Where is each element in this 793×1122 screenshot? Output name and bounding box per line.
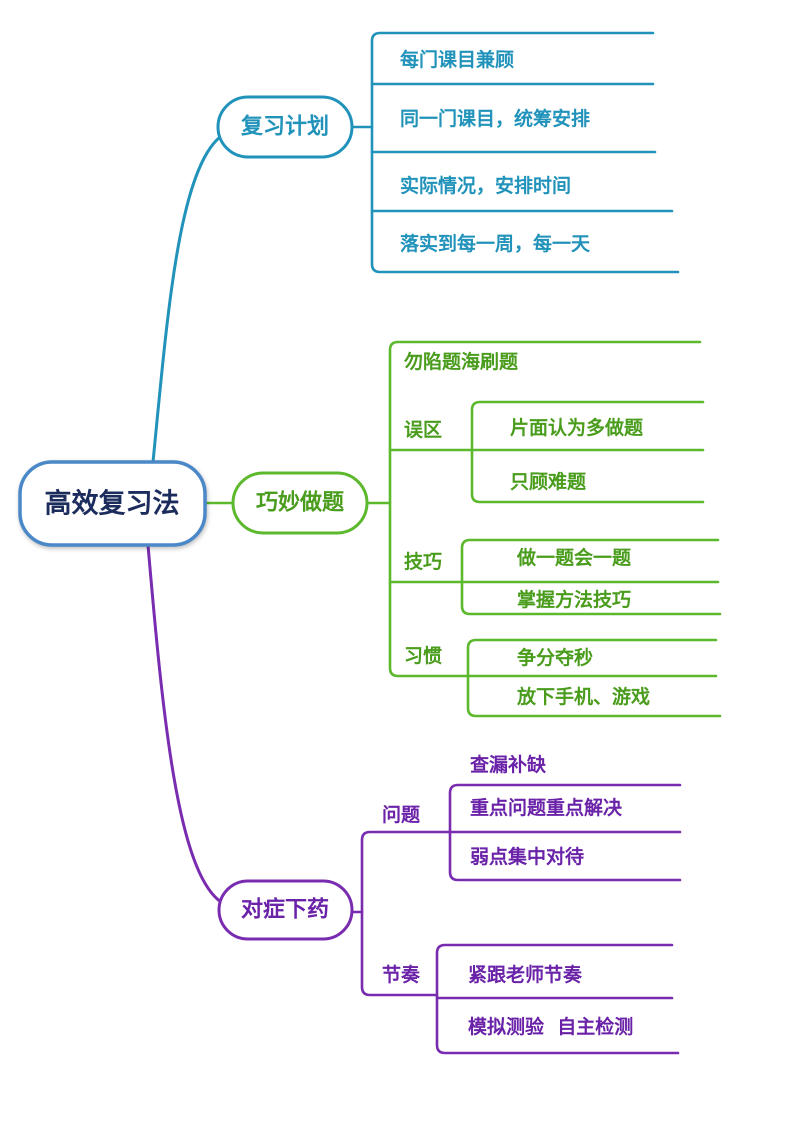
bracket-technique: [460, 538, 722, 616]
sub-node-pace: 节奏: [382, 963, 421, 986]
leaf-item: 只顾难题: [510, 470, 586, 493]
branch-smart-practice: 巧妙做题 勿陷题海刷题 误区 片面认为多做题 只顾难题 技巧 做一题会一题 掌握…: [203, 340, 722, 718]
leaf-item: 重点问题重点解决: [470, 796, 623, 819]
leaf-item: 同一门课目，统筹安排: [400, 107, 590, 130]
leaf-item: 片面认为多做题: [510, 416, 643, 439]
bracket-smart-practice: [388, 340, 702, 678]
node-targeted-remedy-label: 对症下药: [241, 897, 329, 923]
leaf-item: 争分夺秒: [517, 646, 593, 669]
leaf-item: 放下手机、游戏: [516, 685, 650, 708]
connector-root-to-targeted-remedy: [146, 543, 223, 904]
leaf-item: 实际情况，安排时间: [400, 174, 571, 197]
leaf-item: 查漏补缺: [469, 753, 547, 776]
sub-node-problems: 问题: [382, 804, 420, 826]
bracket-targeted-remedy: [360, 830, 452, 997]
sub-node-misconception: 误区: [404, 419, 442, 441]
root-node-group: 高效复习法: [18, 460, 207, 547]
node-smart-practice-label: 巧妙做题: [256, 490, 345, 516]
leaf-item: 掌握方法技巧: [517, 588, 631, 611]
node-targeted-remedy: [217, 879, 354, 941]
root-node: [18, 460, 207, 547]
branch-review-plan: 复习计划 每门课目兼顾 同一门课目，统筹安排 实际情况，安排时间 落实到每一周，…: [151, 31, 680, 464]
leaf-item: 每门课目兼顾: [400, 48, 514, 71]
bracket-misconception: [470, 400, 705, 504]
bracket-habit: [466, 638, 722, 718]
leaf-item: 紧跟老师节奏: [468, 963, 583, 986]
root-node-label: 高效复习法: [45, 488, 180, 520]
leaf-item: 勿陷题海刷题: [403, 350, 518, 373]
connector-root-to-review-plan: [151, 135, 222, 464]
node-smart-practice: [231, 471, 369, 535]
sub-node-technique: 技巧: [404, 550, 442, 573]
leaf-item: 做一题会一题: [516, 546, 631, 569]
node-review-plan: [216, 95, 354, 159]
leaf-item: 模拟测验 自主检测: [468, 1015, 633, 1038]
branch-targeted-remedy: 对症下药 问题 查漏补缺 重点问题重点解决 弱点集中对待 节奏 紧跟老师节奏 模…: [146, 543, 682, 1055]
node-review-plan-label: 复习计划: [240, 114, 329, 140]
leaf-item: 落实到每一周，每一天: [400, 232, 591, 255]
sub-node-habit: 习惯: [404, 644, 442, 667]
leaf-item: 弱点集中对待: [470, 845, 584, 868]
